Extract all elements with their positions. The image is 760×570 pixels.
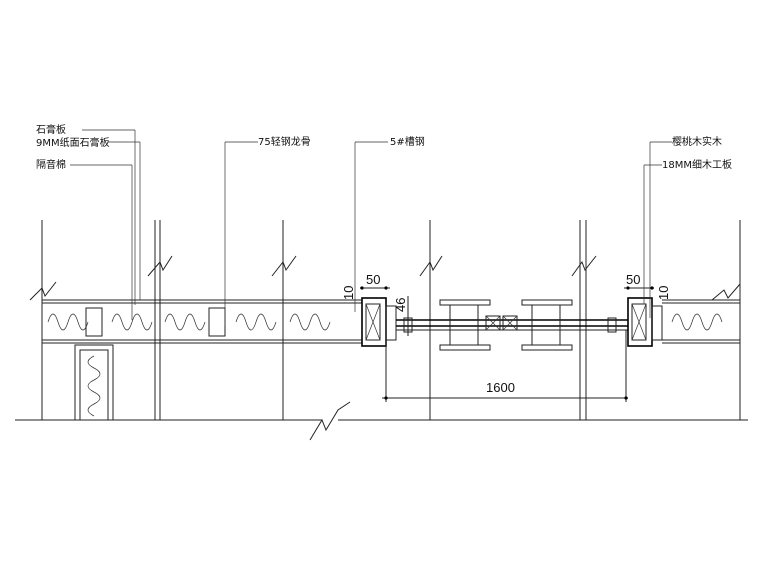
label-gypsum-board: 石膏板 — [36, 123, 66, 136]
column-lines — [41, 220, 741, 420]
dim-left-width: 50 — [366, 272, 380, 287]
dim-right-width: 50 — [626, 272, 640, 287]
label-paper-gypsum-9mm: 9MM纸面石膏板 — [36, 136, 110, 149]
floor-line — [15, 401, 748, 441]
left-wall-layers — [41, 299, 362, 344]
cross-wall — [74, 344, 114, 421]
label-channel-steel: 5#槽钢 — [390, 135, 425, 148]
leader-lines — [70, 129, 672, 326]
label-light-steel-keel: 75轻钢龙骨 — [258, 135, 311, 148]
dim-span-1600: 1600 — [486, 380, 515, 395]
door-assembly — [396, 299, 628, 351]
dim-height-46: 46 — [393, 298, 408, 312]
dimension-lines — [360, 286, 654, 402]
label-sound-insulation: 隔音棉 — [36, 158, 66, 171]
label-blockboard-18mm: 18MM细木工板 — [662, 158, 732, 171]
label-cherry-wood: 樱桃木实木 — [672, 135, 722, 148]
dim-left-small: 10 — [341, 286, 356, 300]
right-jamb — [627, 297, 663, 347]
left-jamb — [361, 297, 397, 347]
dim-right-small: 10 — [656, 286, 671, 300]
break-symbols — [29, 255, 741, 301]
right-wall-layers — [662, 299, 740, 344]
